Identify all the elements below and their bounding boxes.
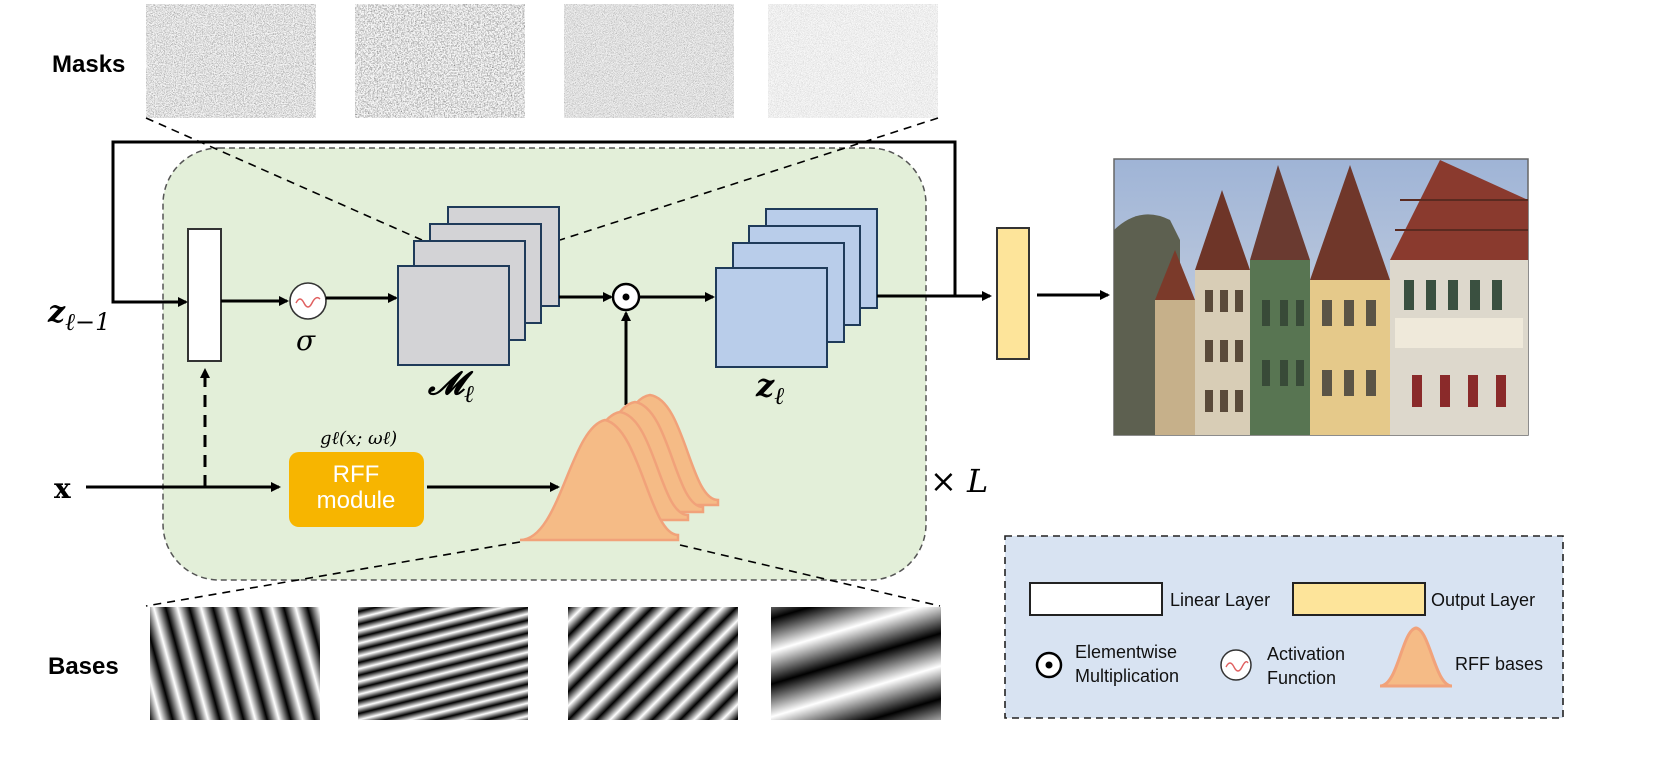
mask-image-4	[767, 3, 939, 119]
output-layer	[996, 227, 1030, 360]
bases-projection-line-right	[679, 544, 941, 607]
z-prev-label: zℓ−1	[47, 295, 110, 336]
legend-output-swatch	[1292, 582, 1426, 616]
mask-stack-layer-1	[397, 265, 510, 366]
basis-image-2	[358, 607, 528, 720]
z-stack-layer-1	[715, 267, 828, 368]
z-stack-label: zℓ	[755, 366, 784, 410]
rff-module-label-line2: module	[317, 487, 396, 514]
legend-elementwise-label-line2: Multiplication	[1075, 666, 1179, 686]
z-stack	[715, 208, 878, 368]
legend-activation-label-line1: Activation	[1267, 644, 1345, 664]
mask-projection-line-right	[559, 117, 939, 241]
x-input-label: x	[54, 472, 71, 505]
repeat-label: × L	[930, 462, 988, 500]
basis-image-3	[568, 607, 738, 720]
legend-activation-icon	[1220, 649, 1252, 681]
basis-image-4	[771, 607, 941, 720]
elementwise-multiply-icon	[611, 282, 641, 312]
legend-linear-label: Linear Layer	[1170, 590, 1270, 610]
rff-bump-1	[519, 418, 680, 542]
legend-activation-label-line2: Function	[1267, 668, 1336, 688]
legend-rff-bases-label: RFF bases	[1455, 654, 1543, 674]
basis-image-1	[150, 607, 320, 720]
mask-image-1	[145, 3, 317, 119]
legend-rff-bases-icon	[1379, 626, 1453, 688]
legend-elementwise-label-line1: Elementwise	[1075, 642, 1177, 662]
sigma-label: σ	[296, 324, 316, 357]
legend-output-label: Output Layer	[1431, 590, 1535, 610]
rff-bases-stack	[519, 393, 720, 542]
reconstructed-image	[1113, 158, 1529, 436]
rff-formula: gℓ(x; ωℓ)	[320, 428, 397, 449]
activation-icon	[289, 282, 327, 320]
mask-image-3	[563, 3, 735, 119]
bases-projection-line-left	[145, 541, 521, 607]
rff-module-label-line1: RFF	[333, 461, 380, 488]
linear-layer	[187, 228, 222, 362]
legend-box	[1004, 535, 1564, 719]
mask-stack	[397, 206, 560, 366]
mask-image-2	[354, 3, 526, 119]
masks-row-label: Masks	[52, 51, 125, 78]
legend-linear-swatch	[1029, 582, 1163, 616]
legend-elementwise-icon	[1035, 651, 1063, 679]
bases-row-label: Bases	[48, 653, 119, 680]
rff-module	[289, 452, 424, 527]
legend: Linear Layer Output Layer Elementwise Mu…	[1004, 535, 1564, 719]
